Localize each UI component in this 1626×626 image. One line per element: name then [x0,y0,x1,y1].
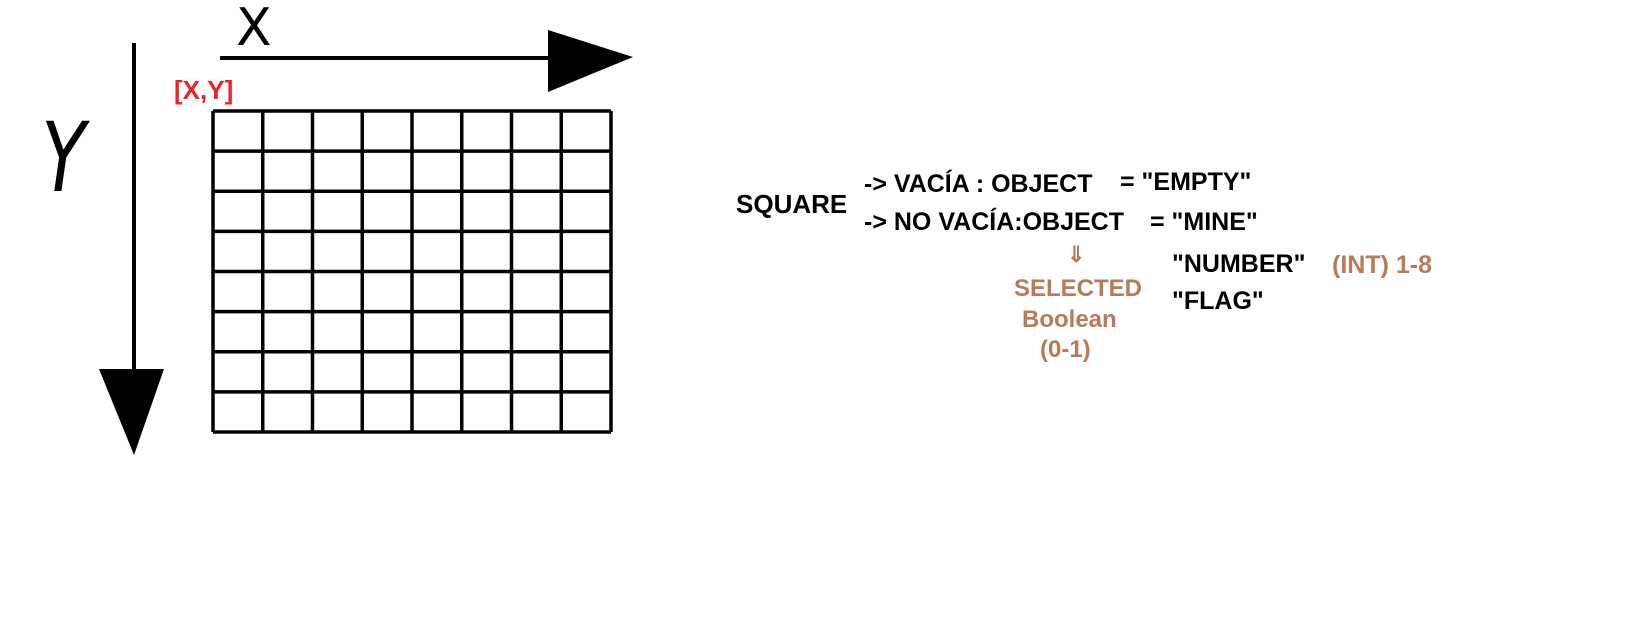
square-title: SQUARE [736,189,848,219]
x-axis-arrow [220,30,633,92]
y-axis-arrowhead [99,369,164,455]
nonempty-branch-label: -> NO VACÍA:OBJECT [864,208,1124,236]
y-axis-label: Y [41,102,86,214]
flag-value-label: "FLAG" [1172,287,1264,315]
nonempty-value-label: = "MINE" [1150,208,1258,236]
empty-branch-label: -> VACÍA : OBJECT [864,170,1093,198]
down-arrow-icon: ⇓ [1067,242,1086,267]
empty-value-label: = "EMPTY" [1120,168,1252,196]
number-value-label: "NUMBER" [1172,250,1306,278]
number-type-label: (INT) 1-8 [1332,251,1432,279]
selected-range-label: (0-1) [1040,336,1091,363]
selected-label: SELECTED [1014,275,1143,302]
selected-type-label: Boolean [1022,306,1117,333]
x-axis-arrowhead [548,30,633,92]
board-grid [211,109,613,434]
x-axis-label: X [236,0,272,58]
origin-label: [X,Y] [174,75,234,105]
y-axis-arrow [99,43,164,455]
